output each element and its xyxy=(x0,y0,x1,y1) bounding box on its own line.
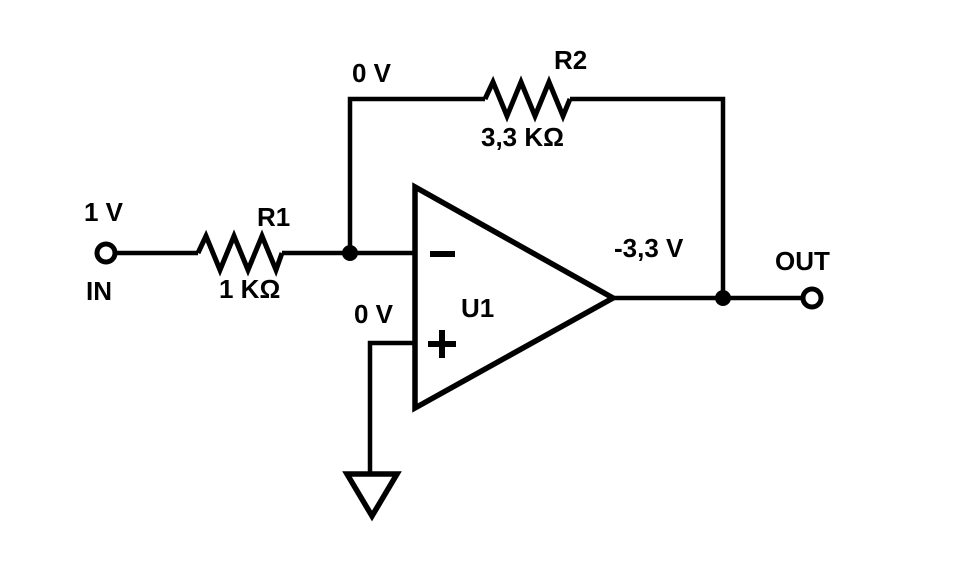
input-voltage-label: 1 V xyxy=(84,197,124,227)
noninverting-input-plus-icon xyxy=(428,330,456,358)
noninverting-node-voltage-label: 0 V xyxy=(354,299,394,329)
inverting-node-junction-dot xyxy=(342,245,358,261)
output-node-junction-dot xyxy=(715,290,731,306)
output-voltage-label: -3,3 V xyxy=(614,233,684,263)
opamp-name-label: U1 xyxy=(461,293,494,323)
inverting-node-voltage-label: 0 V xyxy=(352,58,392,88)
feedback-right-wire xyxy=(570,96,726,298)
feedback-left-wire xyxy=(347,96,485,253)
output-terminal-label: OUT xyxy=(775,246,830,276)
r2-value-label: 3,3 KΩ xyxy=(481,122,564,152)
resistor-r1-symbol xyxy=(195,229,285,278)
r2-name-label: R2 xyxy=(554,45,587,75)
input-terminal-label: IN xyxy=(86,276,112,306)
resistor-r2-symbol xyxy=(482,75,573,123)
r1-name-label: R1 xyxy=(257,202,290,232)
ground-icon xyxy=(342,471,402,522)
output-terminal-circle xyxy=(800,286,824,310)
input-terminal-circle xyxy=(94,241,118,265)
noninverting-input-to-ground-wire xyxy=(367,340,415,474)
opamp-triangle xyxy=(412,182,619,413)
r1-value-label: 1 KΩ xyxy=(219,274,280,304)
